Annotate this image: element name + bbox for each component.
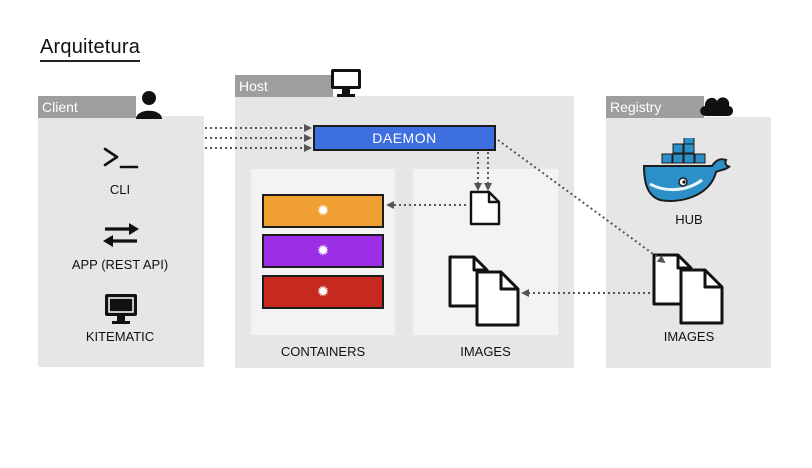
host-images-label: IMAGES — [460, 344, 511, 359]
registry-images-label: IMAGES — [663, 329, 715, 344]
client-tab-label: Client — [42, 99, 78, 115]
client-item-cli: CLI — [109, 182, 131, 197]
container-2: ✹ — [262, 234, 384, 268]
containers-label: CONTAINERS — [280, 344, 366, 359]
container-1: ✹ — [262, 194, 384, 228]
container-3: ✹ — [262, 275, 384, 309]
page-title: Arquitetura — [40, 36, 141, 62]
client-item-app: APP (REST API) — [71, 257, 169, 272]
gear-icon: ✹ — [316, 202, 330, 220]
daemon-box: DAEMON — [313, 125, 496, 151]
monitor-icon — [105, 294, 137, 324]
host-tab: Host — [235, 75, 333, 97]
docker-whale-icon — [642, 138, 731, 202]
gear-icon: ✹ — [316, 242, 330, 260]
host-tab-label: Host — [239, 78, 268, 94]
client-tab: Client — [38, 96, 136, 118]
user-icon — [136, 91, 162, 119]
exchange-arrows-icon — [103, 223, 139, 247]
cloud-icon — [700, 97, 734, 116]
terminal-icon — [103, 147, 139, 169]
file-icon — [469, 190, 501, 226]
images-stack-icon — [448, 255, 520, 327]
images-stack-icon — [652, 253, 724, 325]
daemon-to-registry-arrow — [497, 139, 666, 264]
client-item-kitematic: KITEMATIC — [85, 329, 155, 344]
registry-tab-label: Registry — [610, 99, 662, 115]
monitor-icon — [331, 69, 361, 97]
registry-tab: Registry — [606, 96, 704, 118]
hub-label: HUB — [675, 212, 703, 227]
gear-icon: ✹ — [316, 283, 330, 301]
